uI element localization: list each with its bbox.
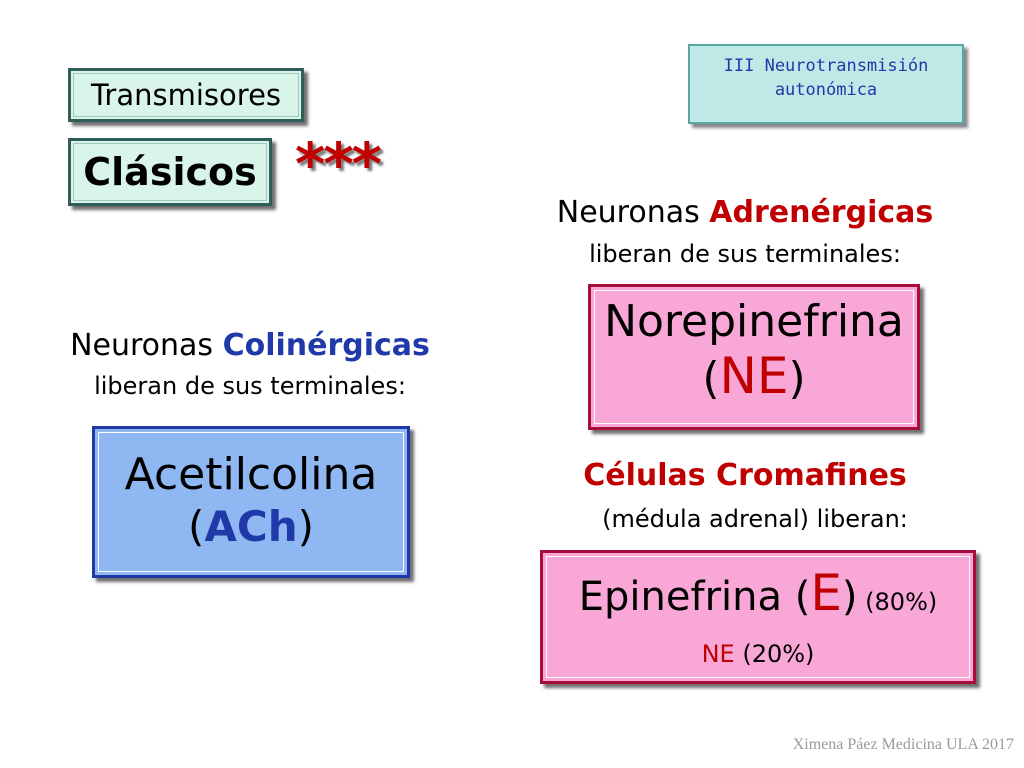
stars-mark: *** xyxy=(295,130,382,198)
adrenergic-heading: Neuronas Adrenérgicas xyxy=(520,195,970,230)
chromaffin-subtext: (médula adrenal) liberan: xyxy=(602,505,908,533)
e-open-paren: ( xyxy=(794,574,811,620)
ne-open-paren: ( xyxy=(702,353,720,404)
section-title-line2: autonómica xyxy=(774,80,878,100)
norepinephrine-box: Norepinefrina (NE) xyxy=(588,284,920,430)
ne-share-percentage: (20%) xyxy=(734,640,815,668)
adrenergic-subtext: liberan de sus terminales: xyxy=(589,240,901,268)
ach-abbreviation: ACh xyxy=(204,502,298,551)
ach-close-paren: ) xyxy=(297,502,314,551)
chromaffin-heading: Células Cromafines xyxy=(583,458,907,493)
epinephrine-line: Epinefrina (E) (80%) xyxy=(543,563,973,632)
clasicos-label: Clásicos xyxy=(68,138,272,206)
adrenergic-name: Adrenérgicas xyxy=(709,195,934,230)
ne-abbreviation: NE xyxy=(719,347,789,405)
footer-credit: Ximena Páez Medicina ULA 2017 xyxy=(792,736,1014,753)
section-title-line1: III Neurotransmisión xyxy=(723,56,929,76)
ne-share-line: NE (20%) xyxy=(543,640,973,668)
acetylcholine-abbr-line: (ACh) xyxy=(95,501,407,553)
epinephrine-box: Epinefrina (E) (80%) NE (20%) xyxy=(540,550,976,684)
ne-close-paren: ) xyxy=(788,353,806,404)
adrenergic-prefix: Neuronas xyxy=(556,195,710,230)
transmisores-label: Transmisores xyxy=(68,68,304,122)
cholinergic-heading: Neuronas Colinérgicas xyxy=(40,328,460,363)
e-percentage: (80%) xyxy=(857,588,938,616)
section-title-box: III Neurotransmisión autonómica xyxy=(688,44,964,124)
cholinergic-name: Colinérgicas xyxy=(222,328,430,363)
acetylcholine-box: Acetilcolina (ACh) xyxy=(92,426,410,578)
e-close-paren: ) xyxy=(841,574,858,620)
norepinephrine-abbr-line: (NE) xyxy=(591,349,917,406)
e-abbreviation: E xyxy=(810,564,842,622)
norepinephrine-name: Norepinefrina xyxy=(604,296,904,347)
epinephrine-name: Epinefrina xyxy=(578,574,795,620)
acetylcholine-name: Acetilcolina xyxy=(124,449,378,500)
cholinergic-subtext: liberan de sus terminales: xyxy=(94,372,406,400)
cholinergic-prefix: Neuronas xyxy=(70,328,223,363)
ne-share-abbreviation: NE xyxy=(701,640,735,668)
ach-open-paren: ( xyxy=(187,502,205,551)
